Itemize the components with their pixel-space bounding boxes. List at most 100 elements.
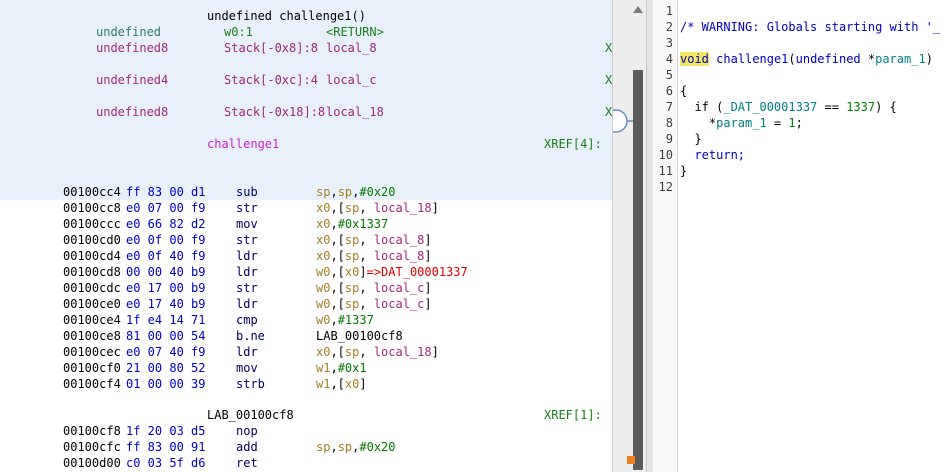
param-storage: w0:1 (224, 25, 253, 39)
instruction-address[interactable]: 00100cdc (63, 281, 121, 295)
decompiler-line[interactable]: void challenge1(undefined *param_1) (680, 52, 933, 66)
function-label[interactable]: challenge1 (207, 137, 280, 151)
function-signature[interactable]: undefined challenge1() (207, 9, 366, 23)
instruction-mnemonic[interactable]: cmp (236, 313, 258, 327)
instruction-mnemonic[interactable]: add (236, 440, 258, 454)
instruction-bytes[interactable]: e0 07 40 f9 (126, 345, 206, 359)
instruction-mnemonic[interactable]: ldr (236, 345, 258, 359)
instruction-operands[interactable]: x0,[sp, local_18] (316, 345, 439, 359)
instruction-bytes[interactable]: 21 00 80 52 (126, 361, 206, 375)
marker-icon (627, 456, 635, 464)
line-number: 8 (665, 116, 673, 130)
instruction-operands[interactable]: w1,[x0] (316, 377, 367, 391)
instruction-address[interactable]: 00100cf0 (63, 361, 121, 375)
instruction-address[interactable]: 00100ce8 (63, 329, 121, 343)
instruction-address[interactable]: 00100cf4 (63, 377, 121, 391)
instruction-mnemonic[interactable]: ldr (236, 297, 258, 311)
listing-scrollbar[interactable] (612, 0, 647, 472)
decompiler-line[interactable]: } (680, 164, 688, 178)
instruction-mnemonic[interactable]: ldr (236, 265, 258, 279)
param-type: undefined4 (96, 73, 169, 87)
instruction-mnemonic[interactable]: nop (236, 424, 258, 438)
instruction-bytes[interactable]: e0 0f 40 f9 (126, 249, 206, 263)
scroll-up-icon[interactable] (631, 4, 645, 16)
instruction-bytes[interactable]: ff 83 00 91 (126, 440, 206, 454)
instruction-bytes[interactable]: ff 83 00 d1 (126, 185, 206, 199)
instruction-address[interactable]: 00100ccc (63, 217, 121, 231)
instruction-address[interactable]: 00100ce4 (63, 313, 121, 327)
instruction-operands[interactable]: x0,[sp, local_8] (316, 249, 432, 263)
instruction-address[interactable]: 00100cfc (63, 440, 121, 454)
instruction-operands[interactable]: w0,#1337 (316, 313, 374, 327)
instruction-address[interactable]: 00100cc8 (63, 201, 121, 215)
instruction-address[interactable]: 00100ce0 (63, 297, 121, 311)
xref-marker[interactable]: X (605, 73, 612, 87)
instruction-operands[interactable]: sp,sp,#0x20 (316, 185, 396, 199)
instruction-address[interactable]: 00100cd8 (63, 265, 121, 279)
xref-marker[interactable]: X (605, 105, 612, 119)
decompiler-line[interactable]: *param_1 = 1; (680, 116, 803, 130)
instruction-bytes[interactable]: c0 03 5f d6 (126, 456, 206, 470)
param-name: <RETURN> (326, 25, 384, 39)
instruction-operands[interactable]: x0,[sp, local_8] (316, 233, 432, 247)
decompiler-line[interactable]: } (680, 132, 702, 146)
instruction-mnemonic[interactable]: mov (236, 361, 258, 375)
instruction-operands[interactable]: w1,#0x1 (316, 361, 367, 375)
param-storage: Stack[-0x8]:8 (224, 41, 318, 55)
instruction-mnemonic[interactable]: str (236, 201, 258, 215)
instruction-bytes[interactable]: 1f 20 03 d5 (126, 424, 206, 438)
label-xref[interactable]: XREF[1]: (544, 408, 602, 422)
instruction-address[interactable]: 00100cf8 (63, 424, 121, 438)
decompiler-line[interactable]: /* WARNING: Globals starting with '_' (680, 20, 941, 34)
branch-label[interactable]: LAB_00100cf8 (207, 408, 294, 422)
listing-pane[interactable]: undefined challenge1() undefined w0:1 <R… (0, 0, 612, 472)
instruction-mnemonic[interactable]: sub (236, 185, 258, 199)
line-number: 3 (665, 36, 673, 50)
param-name[interactable]: local_18 (326, 105, 384, 119)
instruction-operands[interactable]: w0,[sp, local_c] (316, 281, 432, 295)
instruction-bytes[interactable]: e0 17 40 b9 (126, 297, 206, 311)
instruction-operands[interactable]: x0,#0x1337 (316, 217, 389, 231)
line-number: 1 (665, 4, 673, 18)
instruction-mnemonic[interactable]: b.ne (236, 329, 265, 343)
param-type: undefined8 (96, 105, 169, 119)
instruction-bytes[interactable]: 00 00 40 b9 (126, 265, 206, 279)
decompiler-line[interactable]: { (680, 84, 688, 98)
instruction-bytes[interactable]: e0 0f 00 f9 (126, 233, 206, 247)
instruction-mnemonic[interactable]: str (236, 281, 258, 295)
scrollbar-thumb[interactable] (633, 70, 643, 470)
instruction-bytes[interactable]: 81 00 00 54 (126, 329, 206, 343)
instruction-operands[interactable]: w0,[sp, local_c] (316, 297, 432, 311)
param-name[interactable]: local_c (326, 73, 377, 87)
param-name[interactable]: local_8 (326, 41, 377, 55)
instruction-operands[interactable]: sp,sp,#0x20 (316, 440, 396, 454)
decompiler-line[interactable]: if (_DAT_00001337 == 1337) { (680, 100, 897, 114)
instruction-mnemonic[interactable]: ret (236, 456, 258, 470)
line-number: 11 (658, 164, 673, 178)
instruction-operands[interactable]: w0,[x0]=>DAT_00001337 (316, 265, 468, 279)
instruction-bytes[interactable]: 01 00 00 39 (126, 377, 206, 391)
label-xref[interactable]: XREF[4]: (544, 137, 602, 151)
instruction-address[interactable]: 00100cec (63, 345, 121, 359)
cursor-location-icon (613, 109, 633, 133)
instruction-operands[interactable]: LAB_00100cf8 (316, 329, 403, 343)
instruction-bytes[interactable]: e0 17 00 b9 (126, 281, 206, 295)
instruction-mnemonic[interactable]: mov (236, 217, 258, 231)
instruction-bytes[interactable]: 1f e4 14 71 (126, 313, 206, 327)
param-storage: Stack[-0x18]:8 (224, 105, 326, 119)
instruction-operands[interactable]: x0,[sp, local_18] (316, 201, 439, 215)
instruction-mnemonic[interactable]: strb (236, 377, 265, 391)
instruction-address[interactable]: 00100cd4 (63, 249, 121, 263)
decompiler-line[interactable]: return; (680, 148, 746, 162)
instruction-address[interactable]: 00100cd0 (63, 233, 121, 247)
instruction-address[interactable]: 00100d00 (63, 456, 121, 470)
instruction-mnemonic[interactable]: str (236, 233, 258, 247)
xref-marker[interactable]: X (605, 41, 612, 55)
instruction-mnemonic[interactable]: ldr (236, 249, 258, 263)
instruction-bytes[interactable]: e0 66 82 d2 (126, 217, 206, 231)
line-number: 9 (665, 132, 673, 146)
instruction-address[interactable]: 00100cc4 (63, 185, 121, 199)
instruction-bytes[interactable]: e0 07 00 f9 (126, 201, 206, 215)
